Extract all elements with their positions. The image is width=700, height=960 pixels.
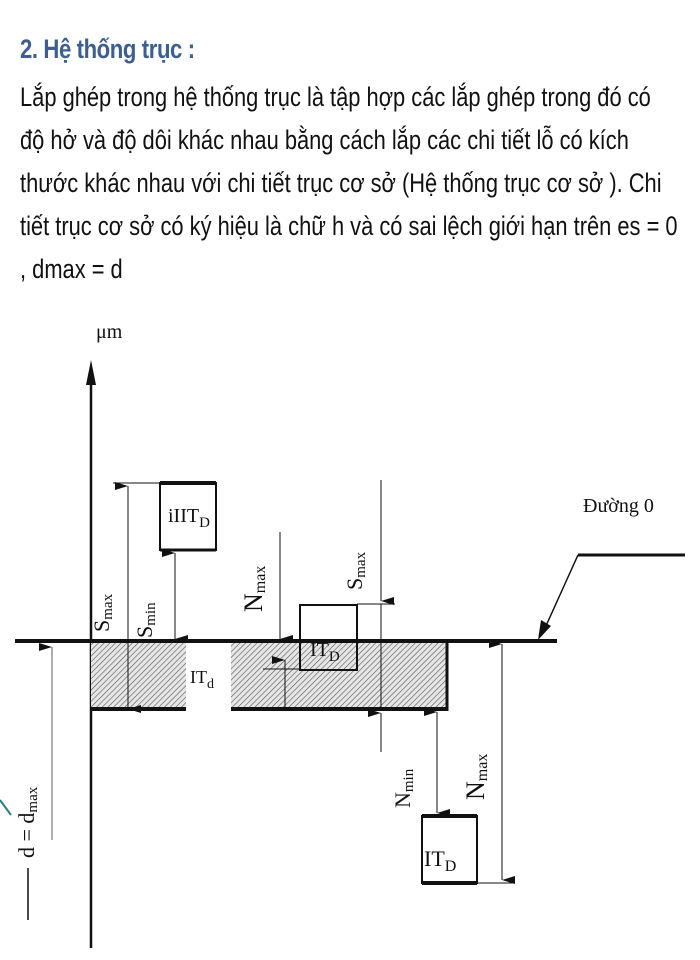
shaft-tolerance-zone: ITd: [91, 642, 449, 711]
box3-label: ITD: [424, 846, 456, 875]
decor-stroke: [0, 799, 12, 816]
box2-label: ITD: [310, 639, 340, 665]
paragraph-line: tiết trục cơ sở có ký hiệu là chữ h và c…: [20, 211, 678, 241]
paragraph-line: độ hở và độ dôi khác nhau bằng cách lắp …: [20, 125, 629, 155]
smax-label-2: Smax: [342, 551, 369, 590]
paragraph-line: thước khác nhau với chi tiết trục cơ sở …: [20, 168, 662, 198]
nmin-label: Nmin: [390, 768, 417, 808]
body-paragraph: Lắp ghép trong hệ thống trục là tập hợp …: [20, 76, 678, 291]
zero-line-label: Đường 0: [583, 495, 654, 517]
paragraph-line: Lắp ghép trong hệ thống trục là tập hợp …: [20, 82, 651, 112]
smax-label-1: Smax: [89, 593, 116, 632]
box1-label: iIITD: [168, 505, 210, 531]
d-eq-label: d = dmax: [14, 786, 41, 858]
axis-arrow-icon: [86, 360, 96, 385]
leader-arrow-icon: [538, 620, 551, 640]
vertical-axis: μm: [86, 321, 123, 948]
hole-zone-interference: ITD: [421, 814, 513, 885]
paragraph-line: , dmax = d: [20, 254, 123, 284]
hole-zone-transition: ITD: [263, 603, 395, 671]
axis-unit-label: μm: [96, 321, 123, 343]
smin-label: Smin: [132, 602, 159, 638]
nmax-label-1: Nmax: [239, 566, 269, 612]
shaft-it-label: ITd: [190, 667, 214, 692]
section-heading: 2. Hệ thống trục :: [20, 34, 195, 64]
zero-line-leader: Đường 0: [538, 495, 685, 640]
nmax-label-2: Nmax: [461, 754, 491, 800]
